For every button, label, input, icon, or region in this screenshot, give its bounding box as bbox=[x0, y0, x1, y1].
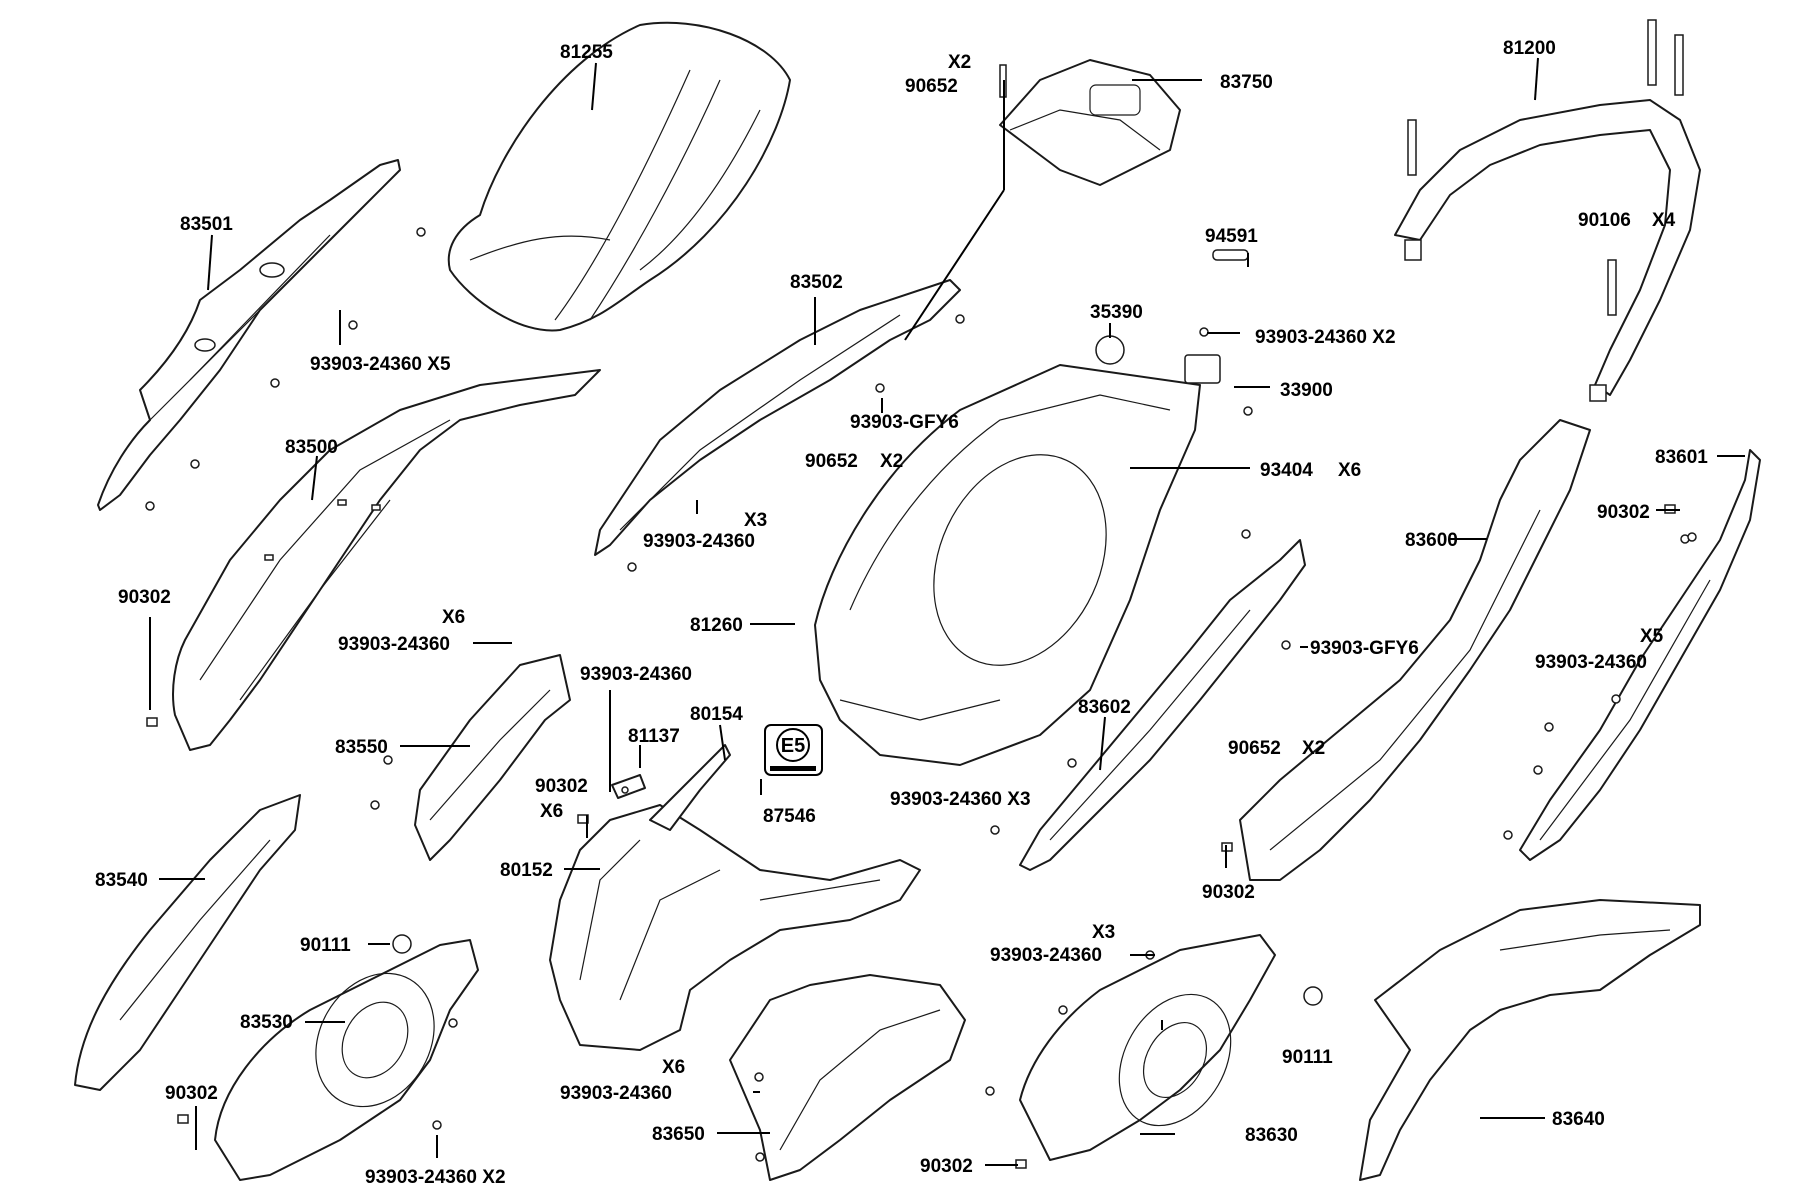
part-label: 93903-24360 bbox=[990, 945, 1102, 966]
part-label: 83501 bbox=[180, 214, 233, 235]
part-label: 90302 bbox=[1597, 502, 1650, 523]
part-label: 90652 bbox=[905, 76, 958, 97]
part-label: 93903-24360 bbox=[560, 1083, 672, 1104]
part-label: 93903-GFY6 bbox=[1310, 638, 1419, 659]
side-panel-83601 bbox=[1519, 449, 1761, 861]
part-label: 90302 bbox=[535, 776, 588, 797]
part-label: 83750 bbox=[1220, 72, 1273, 93]
part-label: 83602 bbox=[1078, 697, 1131, 718]
part-label: 33900 bbox=[1280, 380, 1333, 401]
part-label: 90652 bbox=[1228, 738, 1281, 759]
e5-certification-badge: E5 bbox=[764, 724, 823, 776]
part-label: 90111 bbox=[300, 935, 351, 956]
part-label: 81200 bbox=[1503, 38, 1556, 59]
part-label: 93903-24360 bbox=[643, 531, 755, 552]
part-label: 83530 bbox=[240, 1012, 293, 1033]
front-assembly-80152 bbox=[549, 804, 921, 1051]
fasteners bbox=[145, 19, 1697, 1169]
part-label: 93404 bbox=[1260, 460, 1313, 481]
part-label: 81260 bbox=[690, 615, 743, 636]
lower-panel-83540 bbox=[74, 794, 301, 1091]
part-label: 83540 bbox=[95, 870, 148, 891]
lower-panel-83650 bbox=[729, 974, 966, 1181]
badge-text: E5 bbox=[781, 735, 805, 757]
part-label: X4 bbox=[1652, 210, 1676, 231]
part-label: 93903-24360 X5 bbox=[310, 354, 451, 375]
part-label: 90302 bbox=[1202, 882, 1255, 903]
inner-panel-83602 bbox=[1019, 539, 1306, 871]
part-label: 83550 bbox=[335, 737, 388, 758]
part-label: 83600 bbox=[1405, 530, 1458, 551]
part-label: 94591 bbox=[1205, 226, 1258, 247]
part-label: 93903-24360 X2 bbox=[1255, 327, 1396, 348]
part-label: 83630 bbox=[1245, 1125, 1298, 1146]
side-cover-83501 bbox=[97, 159, 401, 511]
seat-81255 bbox=[447, 21, 791, 332]
part-label: X2 bbox=[948, 52, 971, 73]
part-label: 90106 bbox=[1578, 210, 1631, 231]
part-label: X6 bbox=[662, 1057, 685, 1078]
part-label: 35390 bbox=[1090, 302, 1143, 323]
plate-81137 bbox=[611, 774, 646, 799]
helmet-box-81260 bbox=[814, 364, 1201, 766]
part-label: 83502 bbox=[790, 272, 843, 293]
part-label: 93903-24360 bbox=[1535, 652, 1647, 673]
part-label: 80154 bbox=[690, 704, 743, 725]
part-label: X2 bbox=[880, 451, 903, 472]
part-label: 93903-GFY6 bbox=[850, 412, 959, 433]
part-label: 93903-24360 X3 bbox=[890, 789, 1031, 810]
part-label: X2 bbox=[1302, 738, 1325, 759]
part-label: X3 bbox=[744, 510, 767, 531]
bracket-80154 bbox=[649, 744, 731, 831]
part-label: 81255 bbox=[560, 42, 613, 63]
belt-cover-83630 bbox=[1019, 934, 1276, 1161]
part-label: 87546 bbox=[763, 806, 816, 827]
part-label: 83640 bbox=[1552, 1109, 1605, 1130]
part-label: X3 bbox=[1092, 922, 1115, 943]
side-panel-83500 bbox=[172, 369, 601, 751]
side-panel-83600 bbox=[1239, 419, 1591, 881]
leader-lines bbox=[149, 57, 1745, 1166]
belt-cover-83530 bbox=[214, 939, 479, 1181]
part-label: X5 bbox=[1640, 626, 1664, 647]
part-label: 93903-24360 bbox=[338, 634, 450, 655]
floor-panel-83640 bbox=[1359, 899, 1701, 1181]
part-label: 90302 bbox=[165, 1083, 218, 1104]
part-label: 93903-24360 X2 bbox=[365, 1167, 506, 1188]
part-label: 90111 bbox=[1282, 1047, 1333, 1068]
inner-panel-83550 bbox=[414, 654, 571, 861]
part-label: 80152 bbox=[500, 860, 553, 881]
grab-rail-81200 bbox=[1394, 99, 1701, 402]
part-labels: 81255 83501 93903-24360 X5 83500 90302 X… bbox=[95, 38, 1708, 1188]
part-label: 90302 bbox=[118, 587, 171, 608]
rail-83502 bbox=[594, 279, 961, 556]
part-label: X6 bbox=[442, 607, 465, 628]
part-label: 83601 bbox=[1655, 447, 1708, 468]
carrier-83750 bbox=[999, 59, 1181, 186]
part-label: 83650 bbox=[652, 1124, 705, 1145]
part-label: 90302 bbox=[920, 1156, 973, 1177]
part-label: X6 bbox=[1338, 460, 1361, 481]
part-label: 83500 bbox=[285, 437, 338, 458]
part-label: X6 bbox=[540, 801, 563, 822]
part-label: 81137 bbox=[628, 726, 680, 747]
part-label: 90652 bbox=[805, 451, 858, 472]
part-label: 93903-24360 bbox=[580, 664, 692, 685]
